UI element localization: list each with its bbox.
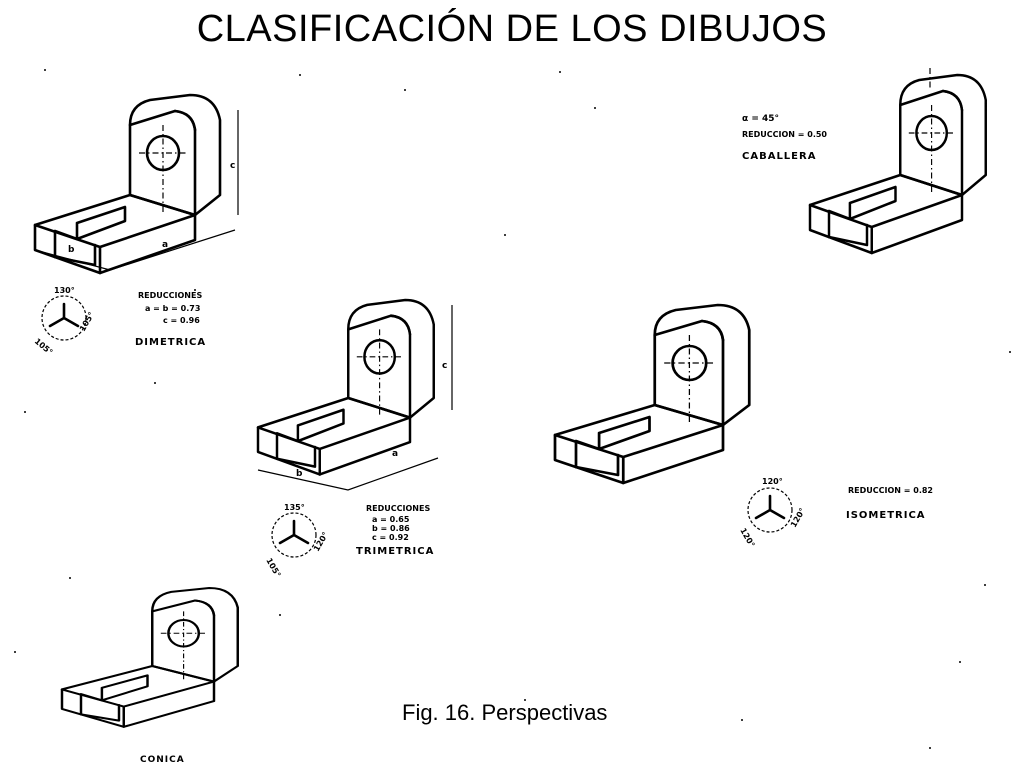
dimetrica-angle-left: 105°: [33, 337, 55, 357]
trimetrica-name: TRIMETRICA: [356, 546, 434, 557]
dimetrica-reduction-ab: a = b = 0.73: [145, 304, 200, 313]
dimetrica-figure: b a c: [33, 93, 239, 275]
caballera-reduction: REDUCCION = 0.50: [742, 130, 827, 139]
trimetrica-reduction-c: c = 0.92: [372, 533, 409, 542]
figure-caption: Fig. 16. Perspectivas: [402, 700, 608, 725]
isometrica-angle-top: 120°: [762, 477, 783, 486]
dimetrica-angle-top: 130°: [54, 286, 75, 295]
dimetrica-reductions-title: REDUCCIONES: [138, 291, 202, 300]
dimetrica-reduction-c: c = 0.96: [163, 316, 200, 325]
trimetrica-dimension-lines: [257, 457, 439, 491]
trimetrica-angle-triad: 135° 105° 120°: [264, 503, 330, 579]
trimetrica-dim-c: c: [442, 361, 447, 371]
dimetrica-angle-triad: 130° 105° 105°: [33, 286, 96, 357]
isometrica-angle-left: 120°: [738, 527, 756, 549]
scan-specks: [14, 69, 1011, 749]
dimetrica-dim-b: b: [68, 245, 75, 255]
trimetrica-dim-b: b: [296, 469, 303, 479]
trimetrica-reductions-title: REDUCCIONES: [366, 504, 430, 513]
caballera-angle: α = 45°: [742, 114, 779, 124]
isometrica-angle-triad: 120° 120° 120°: [738, 477, 807, 549]
trimetrica-angle-top: 135°: [284, 503, 305, 512]
dimetrica-dim-c: c: [230, 161, 235, 171]
trimetrica-reduction-b: b = 0.86: [372, 524, 410, 533]
isometrica-name: ISOMETRICA: [846, 510, 926, 521]
dimetrica-dim-a: a: [162, 240, 168, 250]
trimetrica-dim-a: a: [392, 449, 398, 459]
conica-name: CONICA: [140, 755, 185, 765]
dimetrica-angle-right: 105°: [78, 311, 96, 333]
caballera-name: CABALLERA: [742, 151, 816, 162]
conica-figure: [60, 586, 239, 729]
isometrica-reduction: REDUCCION = 0.82: [848, 486, 933, 495]
dimetrica-name: DIMETRICA: [135, 337, 206, 348]
caballera-figure: [808, 68, 988, 255]
trimetrica-figure: b a c: [256, 298, 453, 491]
page-title: CLASIFICACIÓN DE LOS DIBUJOS: [196, 8, 828, 50]
trimetrica-angle-left: 105°: [264, 557, 282, 579]
isometrica-figure: [553, 303, 751, 485]
dimetrica-dimension-lines: [34, 229, 236, 271]
trimetrica-reduction-a: a = 0.65: [372, 515, 410, 524]
